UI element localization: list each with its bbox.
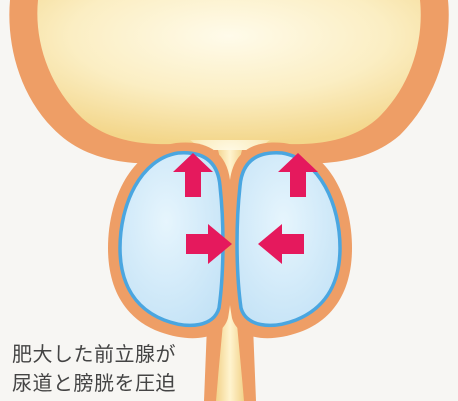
caption-line-2: 尿道と膀胱を圧迫 (12, 369, 176, 398)
bladder-lumen (37, 0, 420, 144)
caption-line-1: 肥大した前立腺が (12, 340, 176, 369)
caption: 肥大した前立腺が 尿道と膀胱を圧迫 (12, 340, 176, 398)
